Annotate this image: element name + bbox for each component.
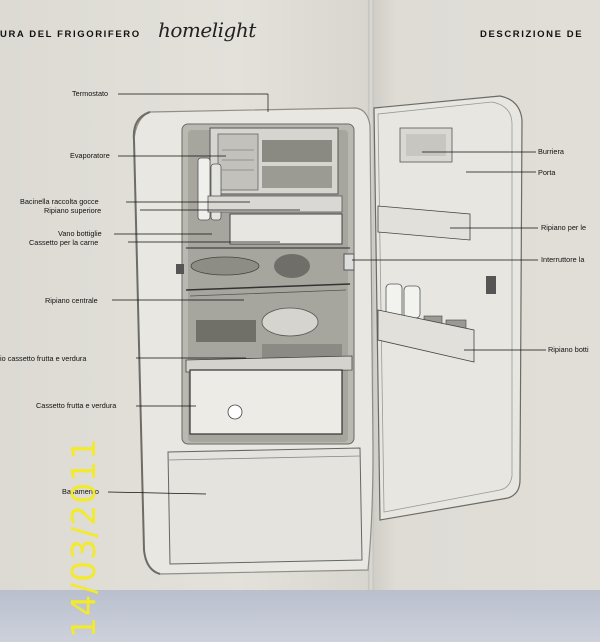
header-left-title: URA DEL FRIGORIFERO <box>0 29 141 40</box>
date-stamp-text: 14/03/2011 <box>64 437 103 638</box>
label-basamento: Basamento <box>62 487 99 496</box>
brand-script-logo: homelight <box>158 18 256 42</box>
label-cassetto-frutta: Cassetto frutta e verdura <box>36 401 117 410</box>
header-right-title: DESCRIZIONE DE <box>480 29 584 40</box>
label-cassetto-carne: Cassetto per la carne <box>29 238 99 247</box>
label-evaporatore: Evaporatore <box>70 151 110 160</box>
label-interruttore: Interruttore la <box>541 255 585 264</box>
label-bacinella: Bacinella raccolta gocce <box>20 197 99 206</box>
label-burriera: Burriera <box>538 147 564 156</box>
label-ripiano-superiore: Ripiano superiore <box>44 206 102 215</box>
label-porta: Porta <box>538 168 556 177</box>
label-coperchio-cassetto: io cassetto frutta e verdura <box>0 354 87 363</box>
background-strip <box>0 590 600 642</box>
label-ripiano-centrale: Ripiano centrale <box>45 296 98 305</box>
label-ripiano-bottiglie: Ripiano botti <box>548 345 589 354</box>
date-stamp: 14/03/2011 <box>64 437 104 638</box>
label-termostato: Termostato <box>72 89 109 98</box>
label-vano-bottiglie: Vano bottiglie <box>58 229 102 238</box>
label-ripiano-porta: Ripiano per le <box>541 223 587 232</box>
